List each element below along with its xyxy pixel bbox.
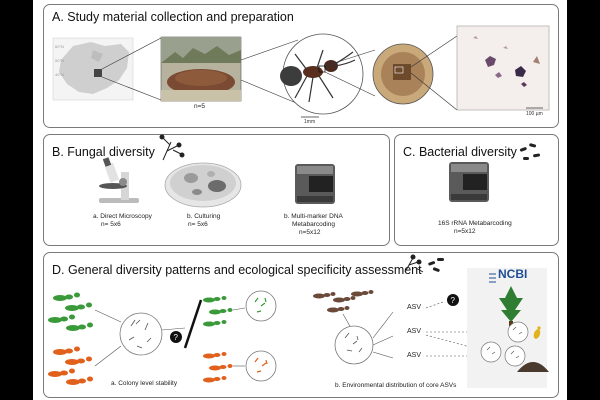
orange-ant-group-right (203, 352, 233, 383)
bacteria-icon-d (428, 258, 444, 272)
asv-label-2: ASV (407, 328, 422, 335)
env-microbe-circle-2 (480, 341, 502, 363)
panel-b-title: B. Fungal diversity (52, 145, 155, 159)
brown-ant-group (313, 290, 374, 313)
dna-label-line1: b. Multi-marker DNA (284, 213, 343, 220)
ncbi-logo-icon (489, 273, 496, 283)
env-microbe-circle-3 (504, 345, 526, 367)
panel-c-title: C. Bacterial diversity (403, 145, 517, 159)
orange-ant-group-left (48, 346, 93, 385)
figure-canvas: A. Study material collection and prepara… (33, 0, 567, 400)
panel-d-graphics: ? (48, 254, 549, 388)
mound-sample-count: n=5 (194, 103, 206, 110)
tree-icon (499, 286, 523, 326)
bacteria-icon (519, 143, 541, 160)
microscope-icon (99, 157, 139, 203)
ncbi-label: NCBI (498, 267, 528, 281)
ant-scale-label: 1mm (304, 119, 316, 125)
svg-text:50°N: 50°N (55, 58, 64, 63)
culturing-label: b. Culturing (187, 213, 221, 220)
dna-label-line2: Metabarcoding (292, 221, 335, 228)
microscopy-count: n= 5x6 (101, 221, 121, 228)
microscopy-label: a. Direct Microscopy (93, 213, 152, 220)
microbiome-circle-icon (119, 312, 163, 356)
env-microbe-circle-1 (507, 321, 529, 343)
svg-text:?: ? (174, 333, 179, 342)
orange-microbe-circle-icon (245, 350, 277, 382)
core-microbe-circle-icon (334, 325, 374, 365)
micrograph-photo (456, 25, 550, 111)
petri-dish-icon (164, 162, 242, 208)
colony-stability-label: a. Colony level stability (111, 380, 178, 387)
panel-c-graphics (449, 143, 541, 202)
culturing-count: n= 5x6 (188, 221, 208, 228)
micro-scale-label: 100 µm (526, 111, 543, 117)
panel-b-graphics (99, 134, 335, 208)
svg-text:60°N: 60°N (55, 44, 64, 49)
bacterial-count: n=5x12 (454, 228, 476, 235)
green-ant-group-left (48, 292, 93, 331)
asv-label-1: ASV (407, 304, 422, 311)
fungal-hyphae-icon (159, 134, 185, 161)
panel-a-graphics: 60°N 50°N 40°N (52, 25, 550, 118)
soil-pile-icon (517, 362, 549, 372)
environmental-distribution-label: b. Environmental distribution of core AS… (335, 382, 457, 389)
panel-a-title: A. Study material collection and prepara… (52, 10, 294, 24)
sequencer-icon-c (449, 162, 489, 202)
dna-count: n=5x12 (299, 229, 321, 236)
fungal-hyphae-icon-d (404, 254, 424, 273)
green-microbe-circle-icon (245, 290, 277, 322)
bacterial-method-label: 16S rRNA Metabarcoding (438, 220, 512, 227)
svg-text:?: ? (451, 296, 456, 305)
sequencer-icon (295, 164, 335, 204)
dissection-circle-icon (372, 43, 434, 105)
panel-d-title: D. General diversity patterns and ecolog… (52, 263, 422, 277)
insect-icon (533, 326, 541, 339)
svg-text:40°N: 40°N (55, 72, 64, 77)
green-ant-group-right (203, 296, 233, 327)
ant-mound-photo (160, 36, 242, 102)
asv-label-3: ASV (407, 352, 422, 359)
ant-circle-icon (280, 33, 364, 115)
